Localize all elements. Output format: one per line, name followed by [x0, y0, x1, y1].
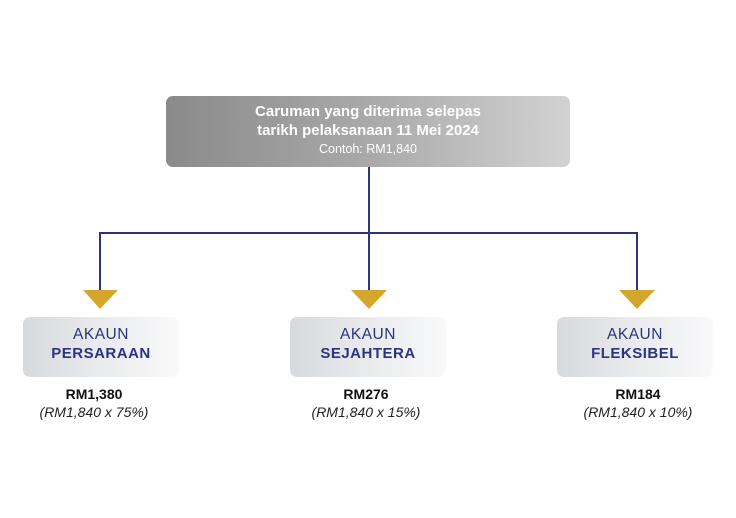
arrow-sejahtera-icon — [351, 290, 387, 309]
account-box-persaraan: AKAUN PERSARAAN — [23, 317, 179, 377]
account-label: AKAUN — [340, 326, 396, 343]
account-name-fleksibel: FLEKSIBEL — [591, 345, 679, 362]
arrow-persaraan-icon — [83, 290, 118, 309]
contribution-title-line2: tarikh pelaksanaan 11 Mei 2024 — [257, 122, 479, 139]
account-label: AKAUN — [607, 326, 663, 343]
amount-fleksibel: RM184 — [615, 386, 661, 402]
source-contribution-box: Caruman yang diterima selepas tarikh pel… — [166, 96, 570, 167]
formula-sejahtera: (RM1,840 x 15%) — [311, 404, 421, 420]
amount-persaraan: RM1,380 — [65, 386, 123, 402]
amount-sejahtera: RM276 — [343, 386, 389, 402]
account-box-sejahtera: AKAUN SEJAHTERA — [290, 317, 446, 377]
formula-fleksibel: (RM1,840 x 10%) — [583, 404, 693, 420]
arrow-fleksibel-icon — [619, 290, 655, 309]
account-box-fleksibel: AKAUN FLEKSIBEL — [557, 317, 713, 377]
formula-persaraan: (RM1,840 x 75%) — [39, 404, 149, 420]
contribution-example: Contoh: RM1,840 — [319, 142, 417, 156]
account-name-sejahtera: SEJAHTERA — [320, 345, 416, 362]
contribution-title-line1: Caruman yang diterima selepas — [255, 103, 481, 120]
account-name-persaraan: PERSARAAN — [51, 345, 151, 362]
account-label: AKAUN — [73, 326, 129, 343]
